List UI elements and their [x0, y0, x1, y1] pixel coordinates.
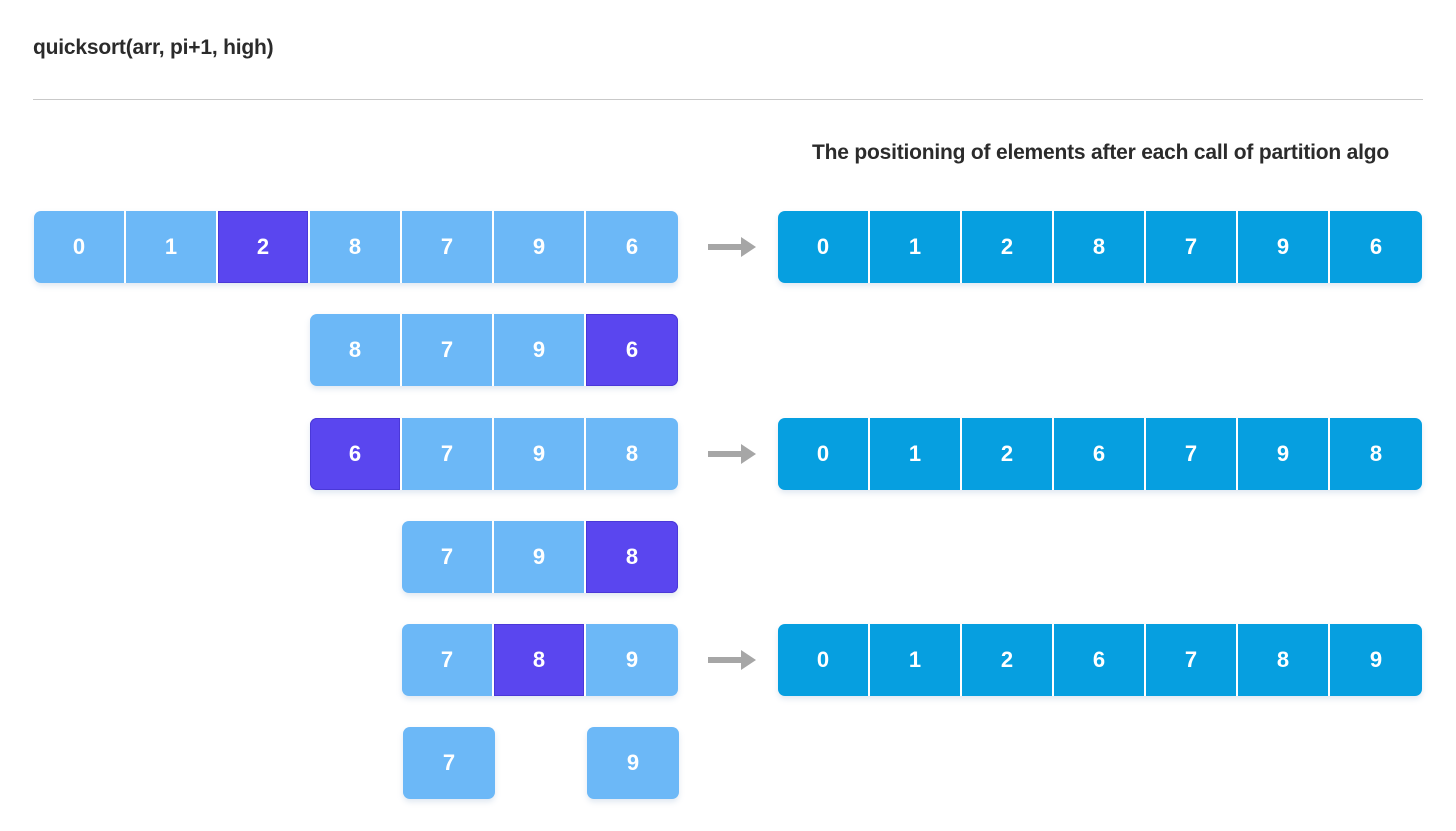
array-cell-pivot: 8 [586, 521, 678, 593]
result-array-cell: 2 [962, 211, 1054, 283]
array-cell: 7 [402, 521, 494, 593]
array-cell: 6 [586, 211, 678, 283]
array-cell: 8 [310, 314, 402, 386]
arrow-right-icon [708, 237, 756, 257]
array-cell: 9 [494, 418, 586, 490]
array-cell: 7 [402, 314, 494, 386]
arrow-right-icon [708, 650, 756, 670]
arrow-head [741, 237, 756, 257]
result-array-cell: 0 [778, 418, 870, 490]
single-array-cell: 7 [403, 727, 495, 799]
result-array-cell: 6 [1054, 418, 1146, 490]
array-cell: 7 [402, 211, 494, 283]
result-array-cell: 2 [962, 624, 1054, 696]
array-cell-pivot: 8 [494, 624, 586, 696]
result-array-cell: 1 [870, 624, 962, 696]
array-cell: 0 [34, 211, 126, 283]
array-cell-pivot: 2 [218, 211, 310, 283]
result-array-cell: 6 [1330, 211, 1422, 283]
array-cell: 9 [494, 521, 586, 593]
result-array-cell: 7 [1146, 624, 1238, 696]
result-array-cell: 0 [778, 211, 870, 283]
single-array-cell: 9 [587, 727, 679, 799]
result-panel-heading: The positioning of elements after each c… [811, 141, 1390, 164]
result-array-cell: 9 [1238, 418, 1330, 490]
arrow-head [741, 444, 756, 464]
result-array-cell: 7 [1146, 211, 1238, 283]
result-array-cell: 1 [870, 418, 962, 490]
array-cell: 7 [402, 418, 494, 490]
array-cell: 8 [310, 211, 402, 283]
result-array-cell: 7 [1146, 418, 1238, 490]
array-cell: 9 [586, 624, 678, 696]
array-cell-pivot: 6 [310, 418, 402, 490]
array-cell-pivot: 6 [586, 314, 678, 386]
array-cell: 9 [494, 314, 586, 386]
result-array-cell: 9 [1330, 624, 1422, 696]
header-divider [33, 99, 1423, 100]
array-cell: 1 [126, 211, 218, 283]
arrow-shaft [708, 451, 742, 457]
result-array-cell: 8 [1330, 418, 1422, 490]
result-array-cell: 8 [1054, 211, 1146, 283]
page-title: quicksort(arr, pi+1, high) [33, 36, 274, 59]
array-cell: 8 [586, 418, 678, 490]
result-array-cell: 8 [1238, 624, 1330, 696]
arrow-right-icon [708, 444, 756, 464]
result-array-cell: 2 [962, 418, 1054, 490]
result-array-cell: 0 [778, 624, 870, 696]
arrow-shaft [708, 244, 742, 250]
array-cell: 7 [402, 624, 494, 696]
result-array-cell: 9 [1238, 211, 1330, 283]
arrow-shaft [708, 657, 742, 663]
arrow-head [741, 650, 756, 670]
array-cell: 9 [494, 211, 586, 283]
result-array-cell: 6 [1054, 624, 1146, 696]
result-array-cell: 1 [870, 211, 962, 283]
